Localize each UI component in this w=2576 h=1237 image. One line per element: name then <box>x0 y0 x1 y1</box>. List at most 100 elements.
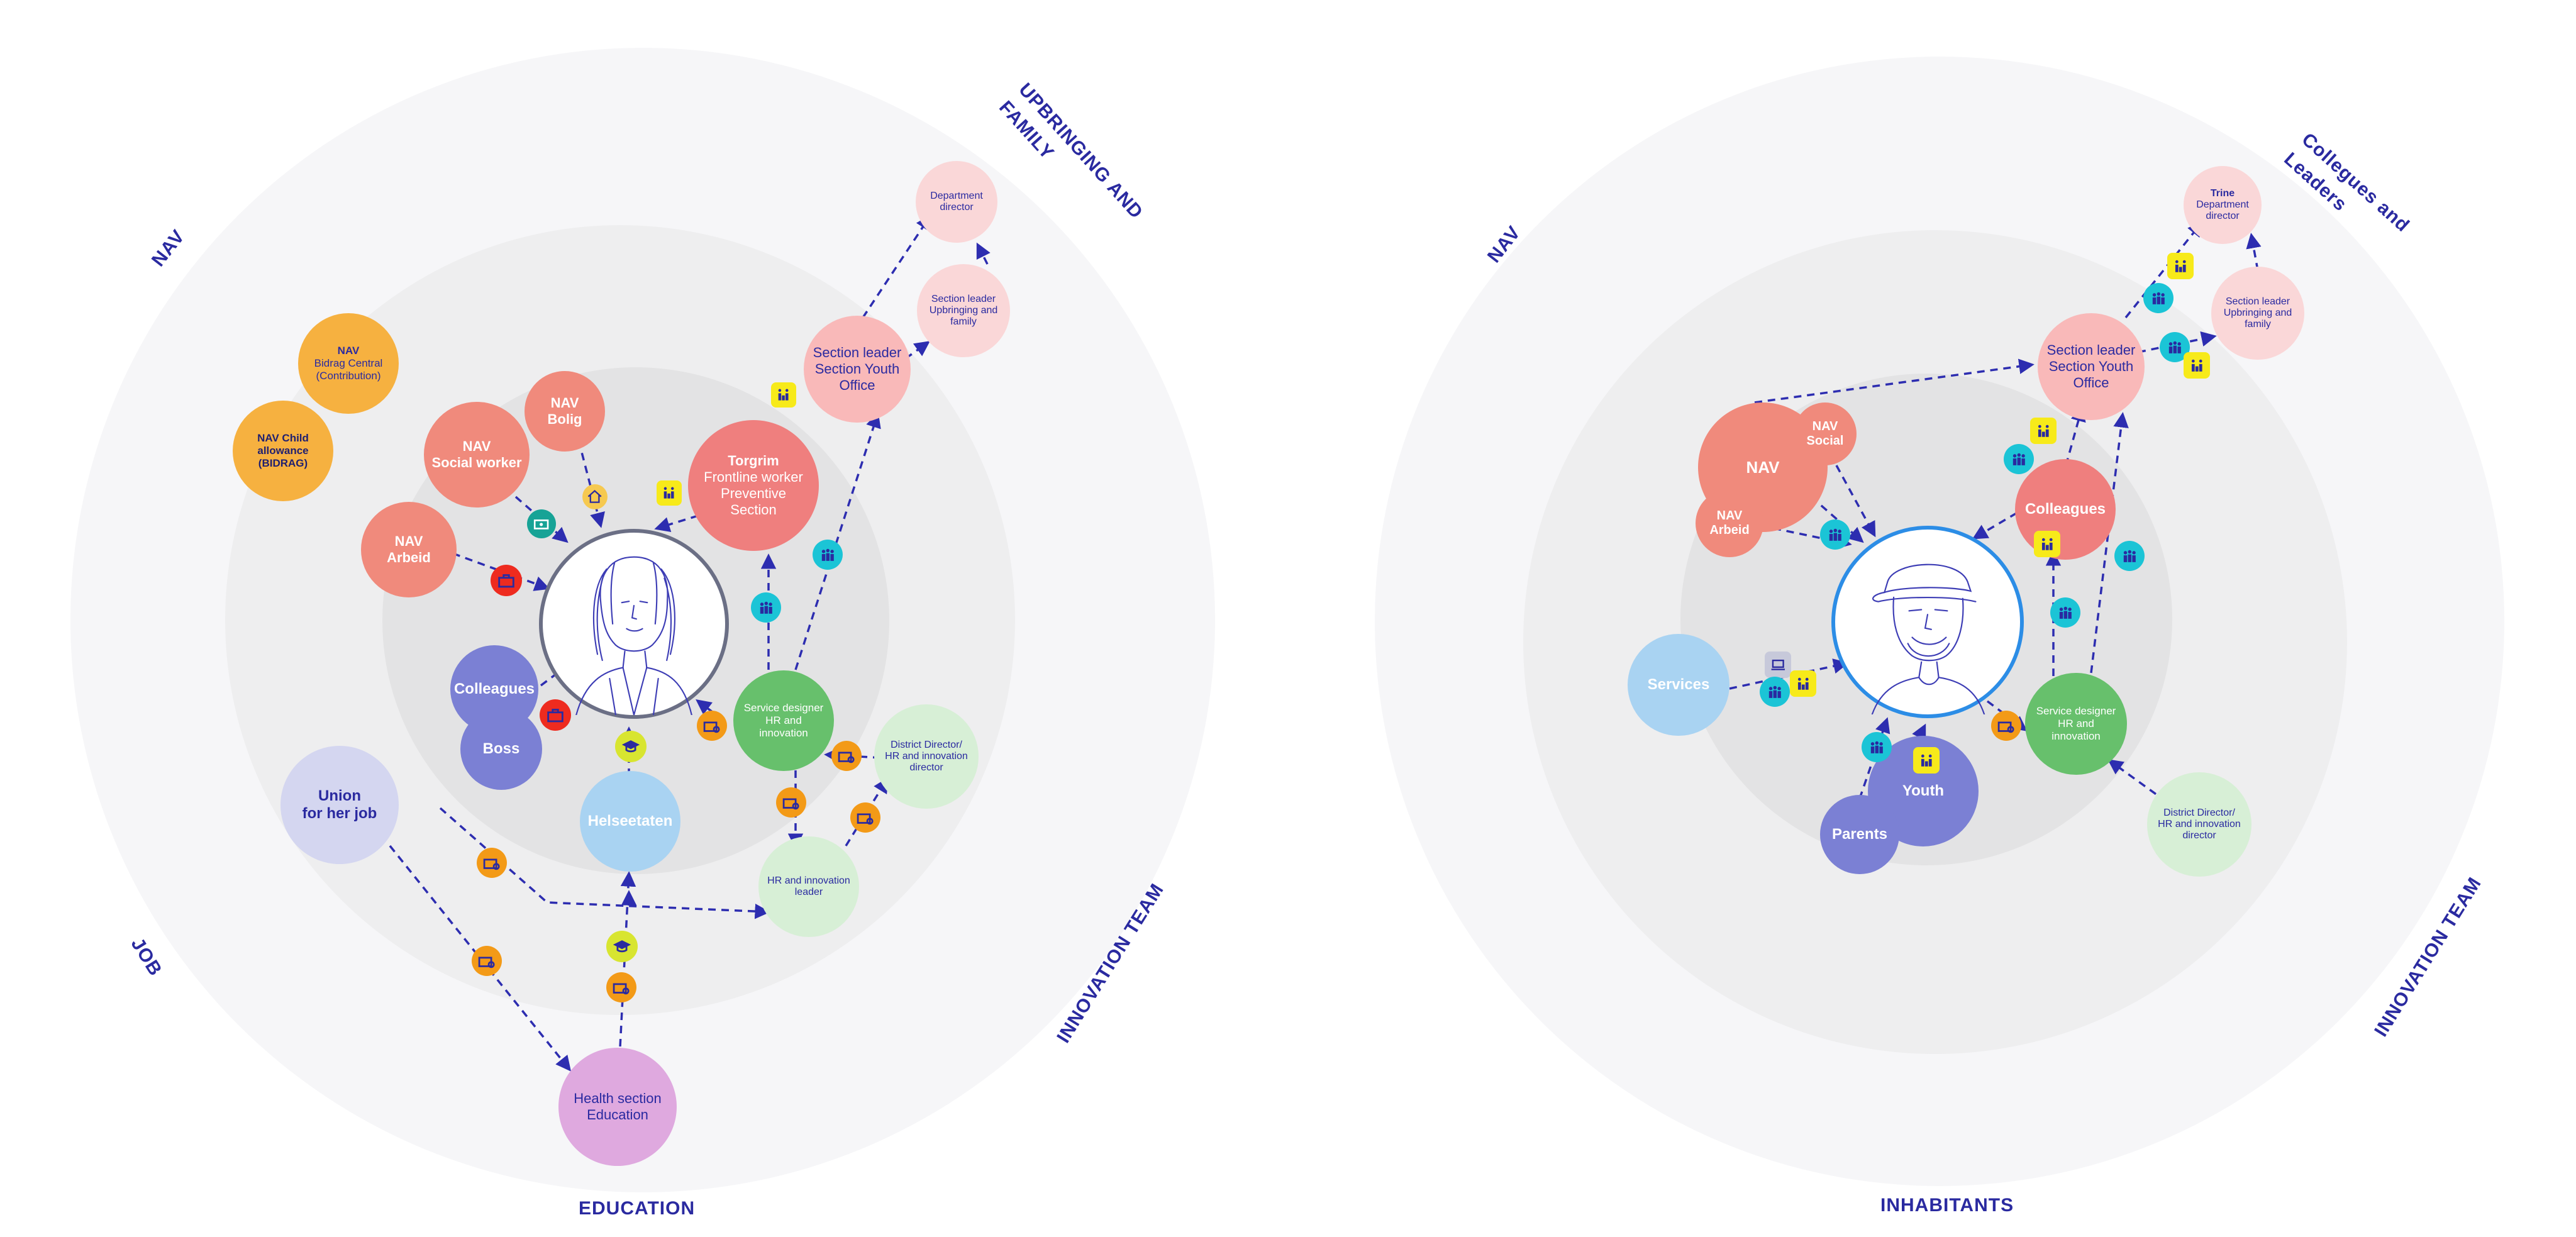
group-icon <box>813 540 843 570</box>
node-section-leader-upbringing-right[interactable]: Section leader Upbringing and family <box>2211 267 2304 360</box>
group-icon <box>2050 597 2080 628</box>
node-nav-social-right-line2: Social <box>1806 434 1844 448</box>
node-union-line1: Union <box>318 787 361 804</box>
node-nav-arbeid-right-line2: Arbeid <box>1709 523 1750 537</box>
link-section-leader-to-department <box>862 214 931 318</box>
node-youth-label: Youth <box>1902 782 1945 799</box>
node-section-leader-upbringing-line2: Upbringing and <box>929 305 998 316</box>
money-icon <box>527 509 556 538</box>
node-parents-label: Parents <box>1831 826 1888 843</box>
briefcase-icon <box>831 741 862 771</box>
node-section-leader-upbringing-line1: Section leader <box>931 294 996 304</box>
right-sector-inhabitants: INHABITANTS <box>1880 1195 2014 1216</box>
node-department-director-line1: Department <box>930 191 983 201</box>
node-trine[interactable]: Trine Department director <box>2184 166 2262 244</box>
node-nav-child-allowance-line3: (BIDRAG) <box>258 457 308 469</box>
node-section-leader-youth-right-line3: Office <box>2073 375 2109 391</box>
node-district-director-right[interactable]: District Director/ HR and innovation dir… <box>2147 772 2251 877</box>
node-service-designer-left-line2: HR and <box>765 714 802 726</box>
briefcase-icon <box>606 972 636 1002</box>
node-nav-social-worker[interactable]: NAV Social worker <box>424 402 530 508</box>
link-nav-bolig-to-person <box>577 440 605 528</box>
node-services-label: Services <box>1647 676 1710 693</box>
node-section-leader-youth-line1: Section leader <box>813 345 902 360</box>
node-nav-bolig-line1: NAV <box>550 395 579 411</box>
family-icon <box>771 382 796 408</box>
house-icon <box>582 484 608 509</box>
family-icon <box>657 480 682 506</box>
node-nav-arbeid[interactable]: NAV Arbeid <box>361 502 457 597</box>
family-icon <box>1790 670 1816 697</box>
node-health-section[interactable]: Health section Education <box>558 1048 677 1166</box>
node-union[interactable]: Union for her job <box>280 746 399 864</box>
node-service-designer-right[interactable]: Service designer HR and innovation <box>2025 673 2127 775</box>
family-icon <box>2167 253 2194 279</box>
person-portrait-woman <box>539 529 729 719</box>
node-nav-social-right[interactable]: NAV Social <box>1794 402 1857 465</box>
briefcase-icon <box>1991 711 2021 741</box>
link-nav-to-section-leader <box>1754 358 2035 404</box>
link-service-designer-to-section-leader <box>2090 412 2129 674</box>
node-hr-leader[interactable]: HR and innovation leader <box>758 836 859 937</box>
node-nav-bolig[interactable]: NAV Bolig <box>525 371 605 452</box>
node-section-leader-youth-right[interactable]: Section leader Section Youth Office <box>2038 313 2145 420</box>
node-trine-line2: Department <box>2196 199 2249 210</box>
node-nav-arbeid-line1: NAV <box>394 533 423 549</box>
node-hr-leader-line2: leader <box>794 887 823 897</box>
node-trine-line1: Trine <box>2210 188 2235 199</box>
node-nav-bidrag-central[interactable]: NAV Bidrag Central (Contribution) <box>298 313 399 414</box>
briefcase-icon <box>472 946 502 976</box>
node-services[interactable]: Services <box>1628 634 1729 736</box>
node-district-director-left[interactable]: District Director/ HR and innovation dir… <box>874 704 979 809</box>
man-line-drawing <box>1871 563 1985 716</box>
group-icon <box>2160 332 2190 362</box>
node-district-director-left-line2: HR and innovation <box>885 751 968 762</box>
group-icon <box>1820 519 1850 550</box>
node-section-leader-youth-right-line2: Section Youth <box>2048 358 2134 374</box>
node-colleagues-left-label: Colleagues <box>453 680 535 697</box>
family-icon <box>2034 531 2060 557</box>
group-icon <box>2114 541 2145 571</box>
node-torgrim[interactable]: Torgrim Frontline worker Preventive Sect… <box>688 420 819 551</box>
group-icon <box>751 592 781 623</box>
node-district-director-left-line3: director <box>909 762 943 773</box>
node-section-leader-upbringing-right-line3: family <box>2245 319 2271 330</box>
node-nav-bidrag-central-line3: (Contribution) <box>316 370 381 382</box>
group-icon <box>2143 283 2174 313</box>
node-nav-bidrag-central-line1: NAV <box>337 345 360 357</box>
node-nav-bidrag-central-line2: Bidrag Central <box>314 357 383 369</box>
node-district-director-right-line2: HR and innovation <box>2158 819 2241 829</box>
node-section-leader-upbringing-right-line1: Section leader <box>2225 296 2290 307</box>
node-service-designer-left-line1: Service designer <box>743 702 824 714</box>
node-colleagues-right-label: Colleagues <box>2024 501 2106 518</box>
link-colleagues-to-person <box>1972 505 2029 540</box>
node-parents[interactable]: Parents <box>1820 795 1899 874</box>
node-section-leader-youth-line3: Office <box>839 377 875 393</box>
node-colleagues-right[interactable]: Colleagues <box>2015 459 2116 560</box>
link-nav-arbeid-to-person <box>452 552 550 591</box>
node-boss[interactable]: Boss <box>460 708 542 790</box>
node-service-designer-left[interactable]: Service designer HR and innovation <box>733 670 834 771</box>
woman-line-drawing <box>575 556 692 716</box>
node-hr-leader-line1: HR and innovation <box>767 875 850 886</box>
group-icon <box>1760 677 1790 707</box>
node-section-leader-youth[interactable]: Section leader Section Youth Office <box>804 316 911 423</box>
link-upbringing-to-department <box>976 242 991 265</box>
node-nav-arbeid-right[interactable]: NAV Arbeid <box>1696 489 1763 557</box>
node-department-director[interactable]: Department director <box>916 161 997 243</box>
node-section-leader-upbringing-line3: family <box>950 316 977 327</box>
link-section-leader-to-upbringing <box>904 341 930 360</box>
link-torgrim-to-person <box>654 514 699 532</box>
node-nav-social-worker-line2: Social worker <box>431 455 522 470</box>
node-torgrim-line3: Preventive <box>721 485 786 501</box>
node-health-section-line2: Education <box>587 1107 648 1123</box>
node-section-leader-upbringing[interactable]: Section leader Upbringing and family <box>917 264 1010 357</box>
link-colleagues-to-section-leader <box>2065 406 2086 466</box>
node-helseetaten[interactable]: Helseetaten <box>580 771 680 872</box>
node-nav-child-allowance[interactable]: NAV Child allowance (BIDRAG) <box>233 401 333 501</box>
link-nav-to-person <box>1810 496 1864 543</box>
node-torgrim-line1: Torgrim <box>728 453 779 469</box>
node-union-line2: for her job <box>302 805 377 822</box>
node-service-designer-right-line1: Service designer <box>2036 705 2116 717</box>
briefcase-icon <box>477 848 507 878</box>
